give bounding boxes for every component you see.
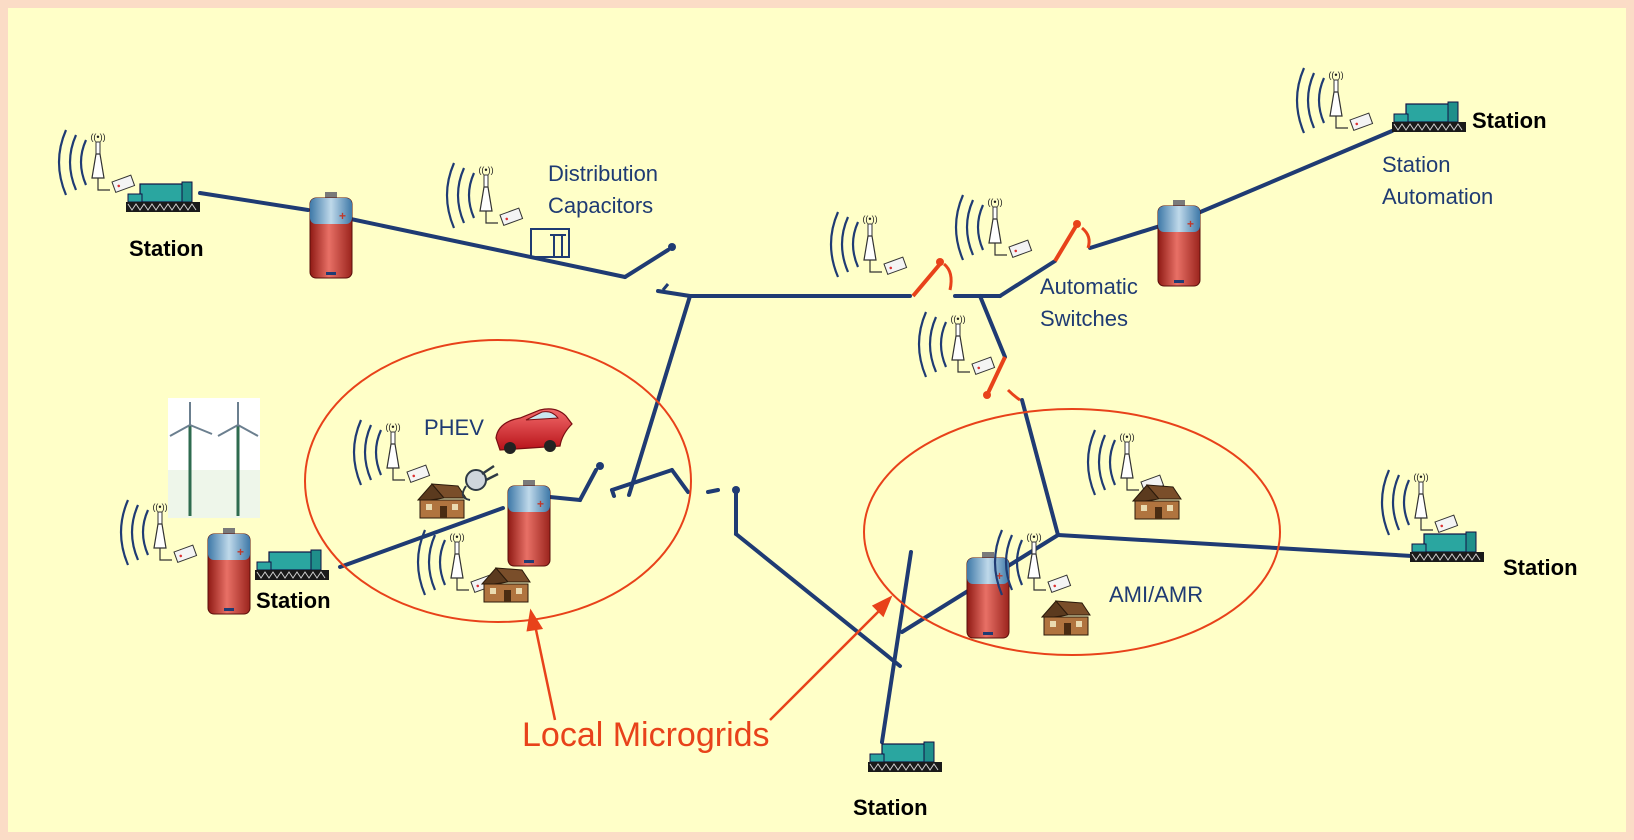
house-icon: [481, 567, 531, 603]
radio-tower-icon: [445, 161, 524, 230]
feeder-line: [627, 294, 692, 497]
feeder-line: [880, 550, 913, 744]
feeder-line: [1020, 398, 1060, 537]
feeder-line: [578, 468, 598, 502]
radio-tower-icon: [57, 128, 136, 197]
local-microgrids-label: Local Microgrids: [522, 716, 770, 754]
microgrid-ellipse-left: [304, 339, 692, 623]
phev-label: PHEV: [424, 415, 484, 440]
substation-icon: [1409, 531, 1485, 563]
automatic-switches-label: Switches: [1040, 306, 1128, 331]
labels: Station Station Station Station Station …: [129, 108, 1578, 820]
automatic-switches-label: Automatic: [1040, 274, 1138, 299]
house-icon: [417, 483, 467, 519]
ami-amr-label: AMI/AMR: [1109, 582, 1203, 607]
substation-icon: [867, 741, 943, 773]
feeder-line: [978, 294, 1007, 359]
radio-tower-icon: [352, 418, 431, 487]
radio-tower-icon: [954, 193, 1033, 262]
substation-icon: [254, 549, 330, 581]
feeder-line: [734, 532, 902, 668]
station-label: Station: [853, 795, 928, 820]
station-label: Station: [256, 588, 331, 613]
switch-icon: [1053, 220, 1091, 263]
house-icon: [1041, 600, 1091, 636]
radio-tower-icon: [416, 528, 495, 597]
feeder-line: [656, 289, 692, 298]
battery-icon: [309, 191, 353, 279]
feeder-line: [670, 468, 690, 494]
power-lines: [198, 129, 1414, 744]
switch-icon: [661, 243, 676, 291]
substation-icon: [1391, 101, 1467, 133]
feeder-line: [198, 191, 310, 212]
switch-icon: [911, 258, 953, 298]
capacitor-icon: [530, 228, 570, 258]
substation-icon: [125, 181, 201, 213]
battery-icon: [1157, 199, 1201, 287]
microgrid-ellipse-right: [863, 408, 1281, 656]
battery-icon: [507, 479, 551, 567]
battery-icon: [207, 527, 251, 615]
house-icon: [1132, 484, 1182, 520]
station-label: Station: [1472, 108, 1547, 133]
feeder-line: [610, 468, 674, 492]
distribution-capacitors-label: Distribution: [548, 161, 658, 186]
wind-turbine-icon: [168, 398, 260, 518]
feeder-line: [706, 488, 720, 494]
battery-icon: [966, 551, 1010, 639]
radio-tower-icon: [1295, 66, 1374, 135]
radio-tower-icon: [1380, 468, 1459, 537]
distribution-capacitors-label: Capacitors: [548, 193, 653, 218]
plug-icon: [461, 464, 499, 501]
microgrid-arrows: [526, 595, 893, 721]
feeder-line: [623, 248, 670, 279]
radio-tower-icon: [917, 310, 996, 379]
feeder-line: [1056, 533, 1414, 558]
feeder-line: [344, 216, 627, 279]
car-icon: [495, 408, 573, 454]
feeder-line: [1088, 224, 1162, 250]
station-automation-label: Automation: [1382, 184, 1493, 209]
feeder-line: [1196, 129, 1394, 215]
station-label: Station: [1503, 555, 1578, 580]
switch-icon: [596, 462, 740, 494]
feeder-line: [998, 259, 1057, 298]
feeder-line: [610, 488, 616, 498]
switch-icon: [983, 356, 1021, 402]
station-automation-label: Station: [1382, 152, 1451, 177]
radio-tower-icon: [829, 210, 908, 279]
station-label: Station: [129, 236, 204, 261]
